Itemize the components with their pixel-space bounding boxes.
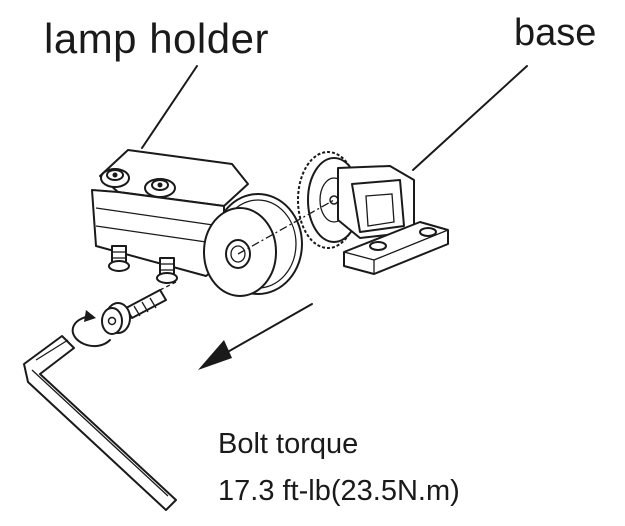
direction-arrow	[198, 303, 313, 370]
top-screw-right	[144, 178, 176, 198]
base-leader-line	[412, 65, 528, 171]
lamp-holder	[91, 149, 249, 284]
lamp-holder-leader-line	[141, 65, 198, 149]
bolt-torque-value: 17.3 ft-lb(23.5N.m)	[218, 475, 460, 507]
base-bracket	[337, 165, 449, 275]
bottom-stud-right	[156, 257, 178, 284]
bottom-stud-left	[108, 245, 130, 272]
lamp-holder-label: lamp holder	[44, 15, 269, 62]
bolt-torque-title: Bolt torque	[218, 428, 359, 460]
assembly-axis	[237, 199, 335, 255]
hex-key	[23, 335, 177, 511]
rotation-arrow	[71, 310, 111, 348]
lamp-holder-disk	[203, 193, 303, 297]
top-screw-left	[100, 168, 130, 188]
bolt	[101, 281, 177, 335]
base-label: base	[514, 12, 597, 54]
